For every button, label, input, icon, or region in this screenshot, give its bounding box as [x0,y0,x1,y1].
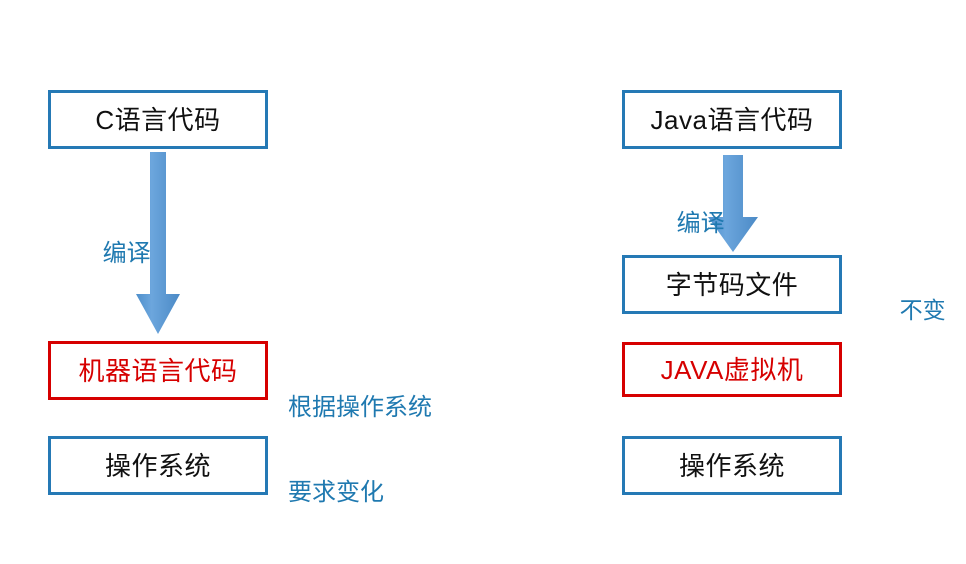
box-machine-language-code-label: 机器语言代码 [78,355,238,386]
box-operating-system-left: 操作系统 [48,436,268,495]
box-java-virtual-machine-label: JAVA虚拟机 [660,354,804,385]
box-machine-language-code: 机器语言代码 [48,341,268,400]
note-os-dependent: 根据操作系统 要求变化 [288,337,432,564]
note-unchanged: 不变 [874,270,946,351]
note-unchanged-text: 不变 [899,297,946,324]
box-c-source-code-label: C语言代码 [95,104,221,135]
box-bytecode-file: 字节码文件 [622,255,842,314]
note-os-dependent-line2: 要求变化 [288,478,384,506]
down-arrow-icon-compile-left-glyph [136,152,180,334]
note-os-dependent-line1: 根据操作系统 [288,393,432,421]
label-compile-right: 编译 [650,182,725,267]
box-java-source-code-label: Java语言代码 [650,104,814,135]
box-c-source-code: C语言代码 [48,90,268,149]
box-operating-system-left-label: 操作系统 [104,450,211,481]
box-java-virtual-machine: JAVA虚拟机 [622,342,842,397]
box-java-source-code: Java语言代码 [622,90,842,149]
down-arrow-icon-compile-right [708,155,760,255]
box-bytecode-file-label: 字节码文件 [665,269,799,300]
label-compile-left: 编译 [76,212,151,297]
box-operating-system-right: 操作系统 [622,436,842,495]
label-compile-left-text: 编译 [102,240,151,268]
down-arrow-icon-compile-right-glyph [708,155,758,252]
down-arrow-icon-compile-left [134,152,182,337]
box-operating-system-right-label: 操作系统 [678,450,785,481]
label-compile-right-text: 编译 [676,210,725,238]
